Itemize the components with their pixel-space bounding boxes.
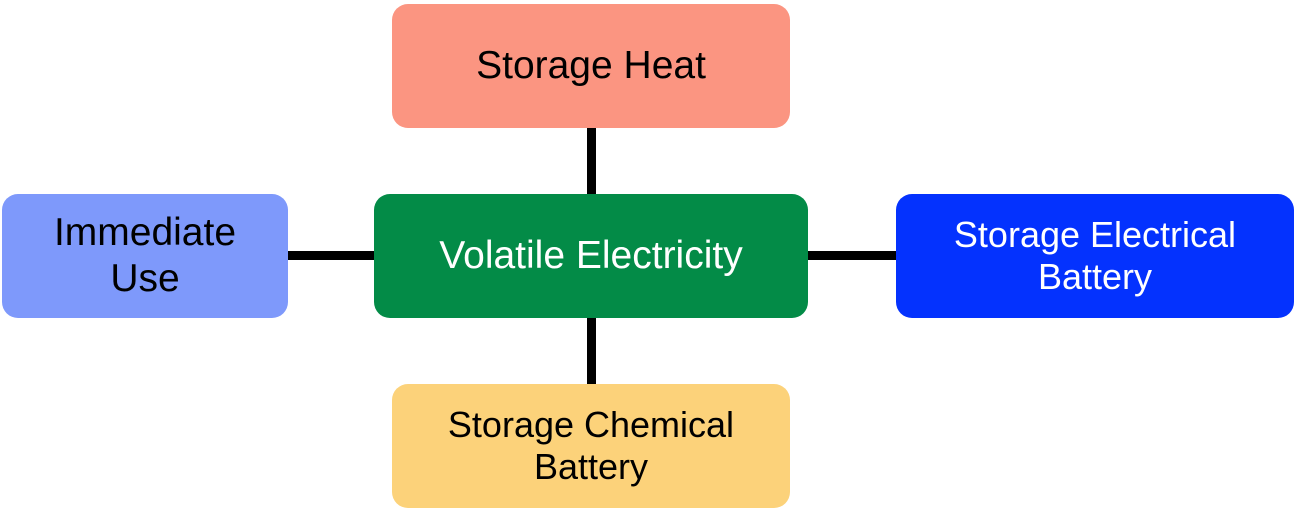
node-volatile-electricity: Volatile Electricity <box>374 194 808 318</box>
connector-center-to-storage-chemical-battery <box>587 312 596 388</box>
node-volatile-electricity-label: Volatile Electricity <box>439 233 743 277</box>
node-immediate-use-label: Immediate Use <box>53 210 237 300</box>
node-storage-chemical-battery-label: Storage Chemical Battery <box>447 403 735 487</box>
connector-center-to-immediate-use <box>284 251 378 260</box>
node-storage-heat-label: Storage Heat <box>476 43 706 87</box>
node-storage-electrical-battery-label: Storage Electrical Battery <box>953 213 1237 297</box>
node-storage-heat: Storage Heat <box>392 4 790 128</box>
node-storage-chemical-battery: Storage Chemical Battery <box>392 384 790 508</box>
connector-center-to-storage-electrical-battery <box>804 251 900 260</box>
node-immediate-use: Immediate Use <box>2 194 288 318</box>
node-storage-electrical-battery: Storage Electrical Battery <box>896 194 1294 318</box>
connector-center-to-storage-heat <box>587 124 596 198</box>
